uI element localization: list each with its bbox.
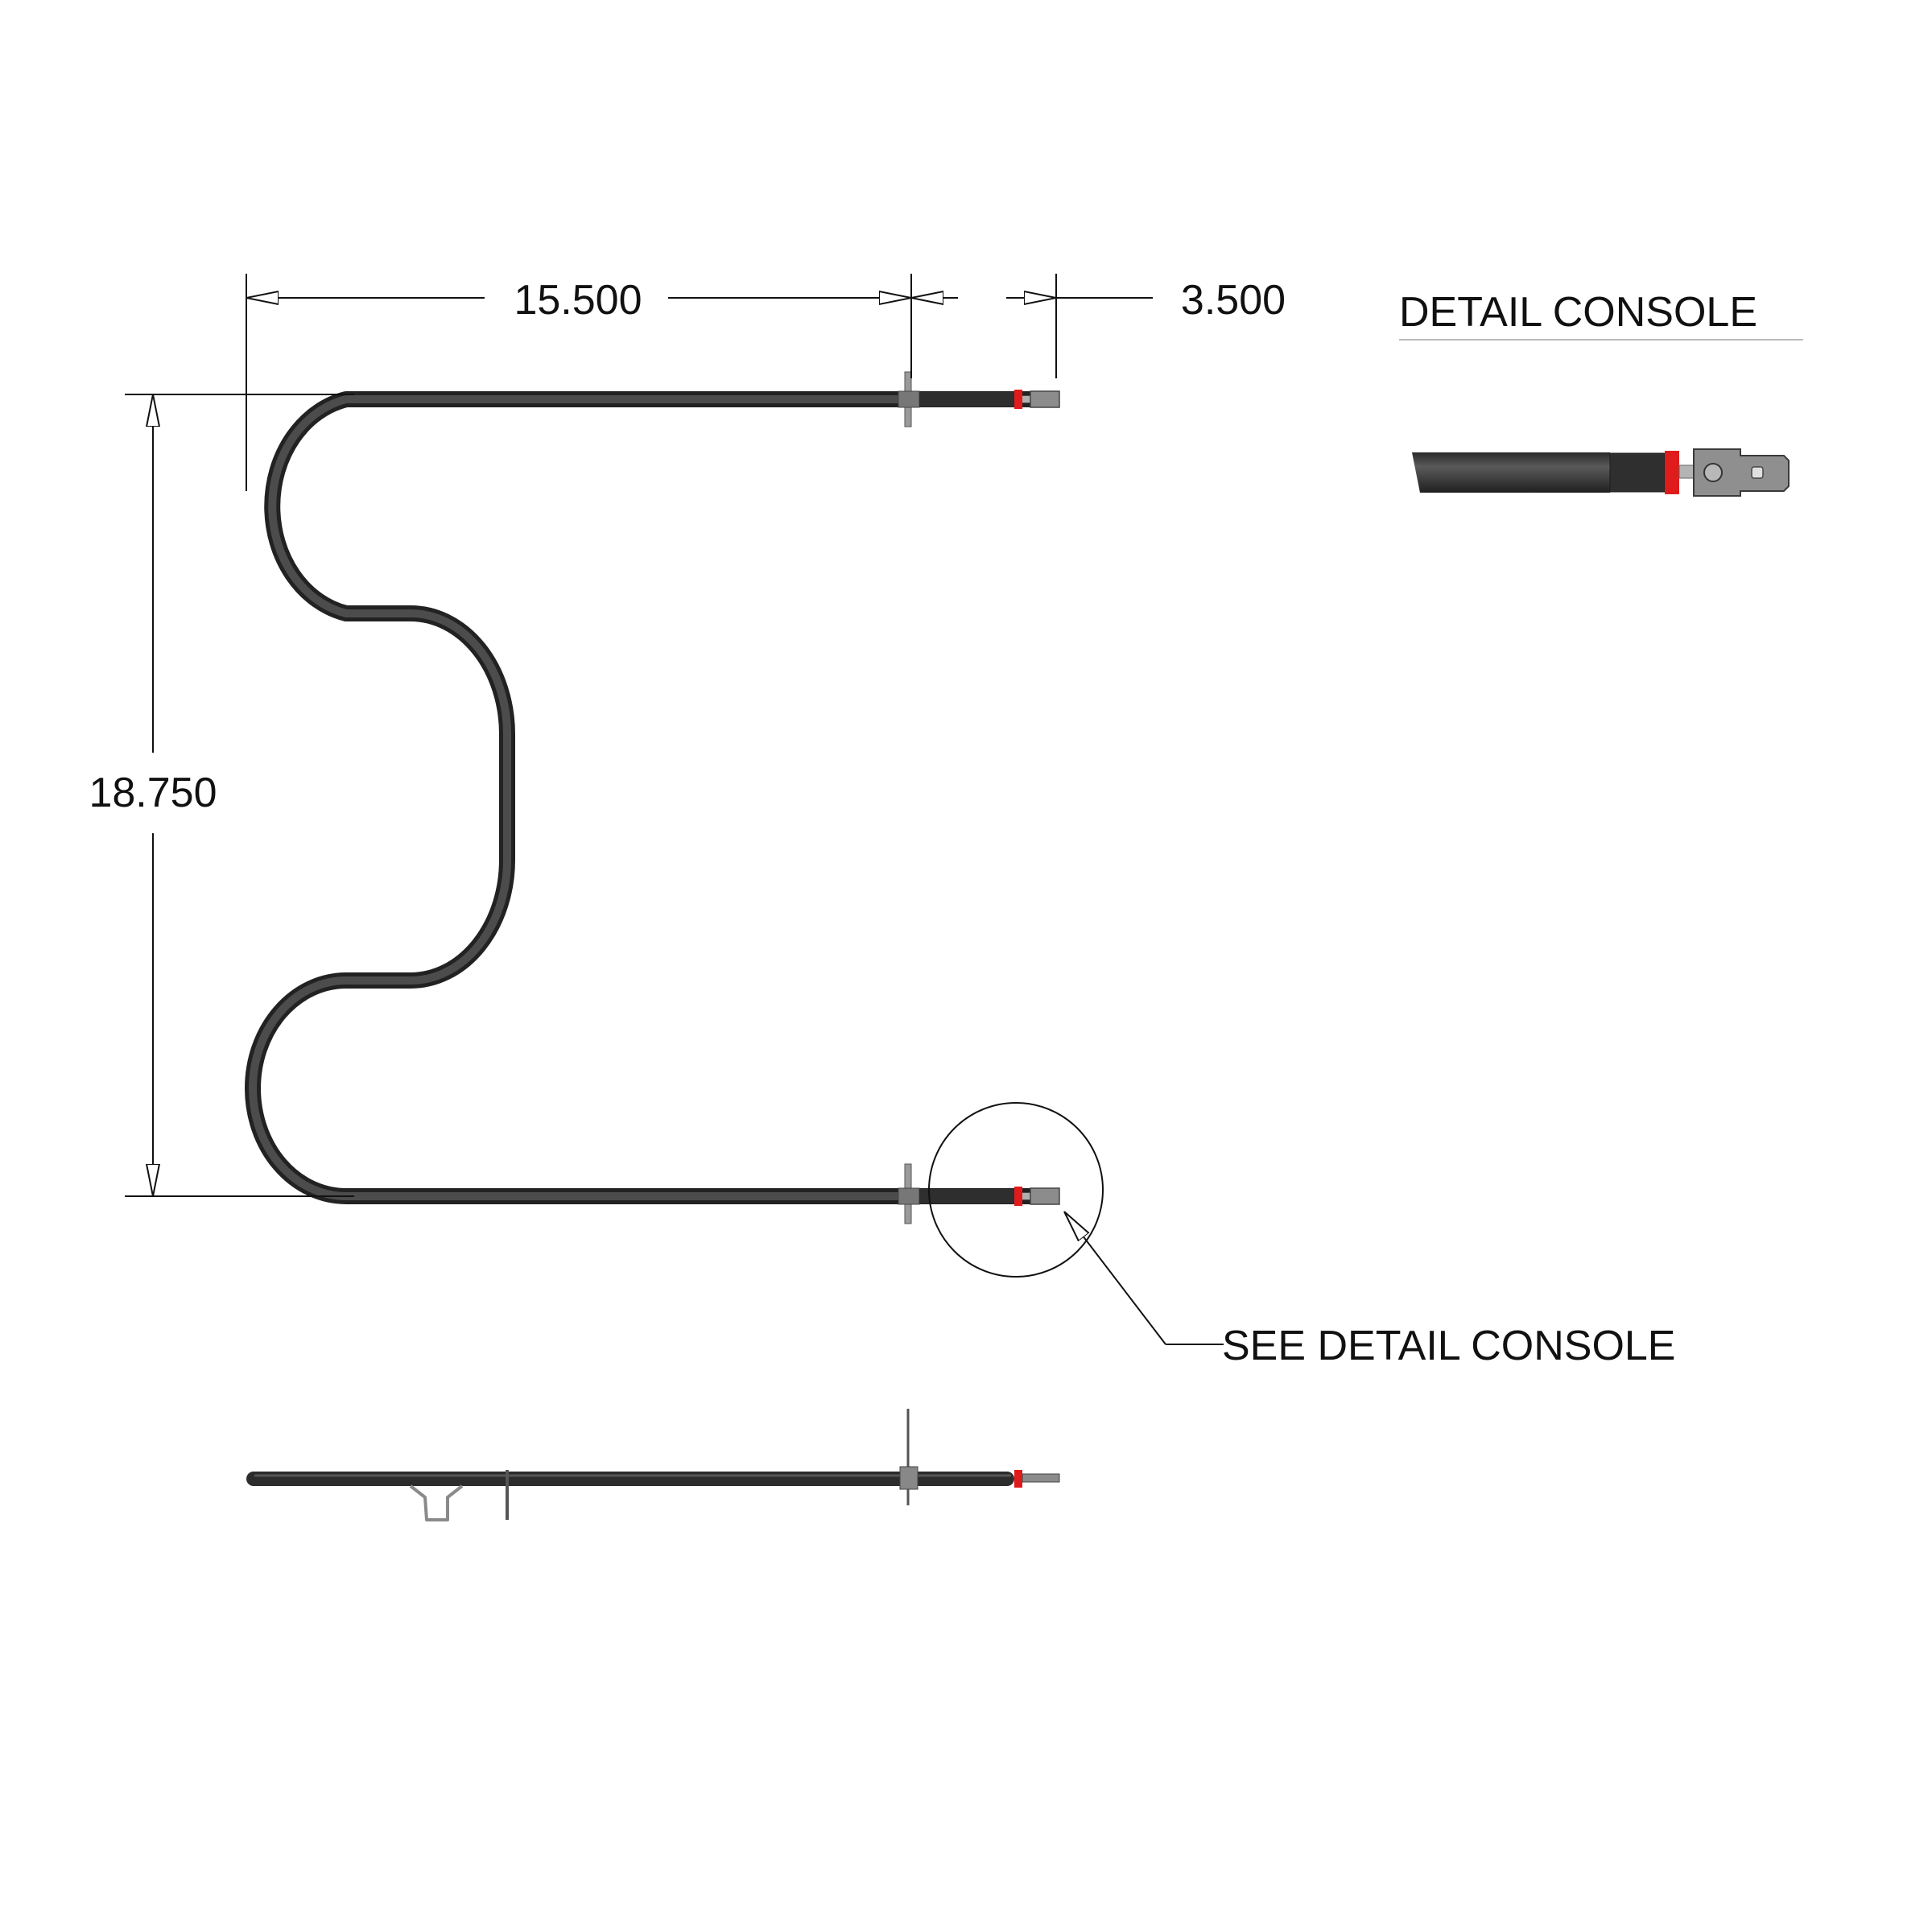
side-view-terminal: [1022, 1473, 1060, 1483]
detail-callout-circle: [928, 1102, 1104, 1278]
terminal-tab-top: [1030, 390, 1060, 408]
heating-element-tube: [245, 391, 1038, 1204]
bracket-collar-bottom: [898, 1187, 920, 1205]
bottom-terminal-assembly: [898, 1163, 1060, 1224]
dimension-lines: [125, 274, 1153, 1197]
heating-element-tube-highlight: [249, 395, 1038, 1200]
side-view-tube: [246, 1472, 1014, 1486]
side-view-bracket-collar: [899, 1466, 919, 1490]
callout-label: SEE DETAIL CONSOLE: [1222, 1323, 1676, 1369]
heating-element-side-view: [246, 1409, 1060, 1521]
detail-terminal-tab: [1693, 448, 1790, 497]
detail-terminal-rivet: [1703, 463, 1723, 482]
terminal-tab-bottom: [1030, 1187, 1060, 1205]
bracket-collar-top: [898, 390, 920, 408]
detail-console: DETAIL CONSOLE: [1399, 289, 1803, 497]
detail-title: DETAIL CONSOLE: [1399, 289, 1757, 336]
callout-leader-diagonal: [1064, 1212, 1166, 1345]
sheath-end-bottom: [919, 1189, 1014, 1203]
top-terminal-assembly: [898, 371, 1060, 427]
side-view-support-clip: [409, 1484, 464, 1521]
detail-terminal-slot: [1751, 466, 1764, 479]
terminal-pin-bottom: [1022, 1193, 1030, 1199]
callout-leader: [1064, 1212, 1224, 1345]
terminal-pin-top: [1022, 396, 1030, 402]
side-view-insulator: [1014, 1470, 1022, 1488]
heating-element-top-view: [245, 371, 1104, 1278]
insulator-top: [1014, 390, 1022, 409]
detail-insulator: [1665, 451, 1679, 494]
sheath-end-top: [919, 392, 1014, 407]
insulator-bottom: [1014, 1187, 1022, 1206]
detail-sheath: [1412, 452, 1610, 493]
dimension-height: 18.750: [89, 770, 217, 816]
dimension-width-terminal: 3.500: [1181, 277, 1286, 324]
dimension-width-main: 15.500: [514, 277, 642, 324]
detail-sheath-end: [1609, 452, 1666, 493]
